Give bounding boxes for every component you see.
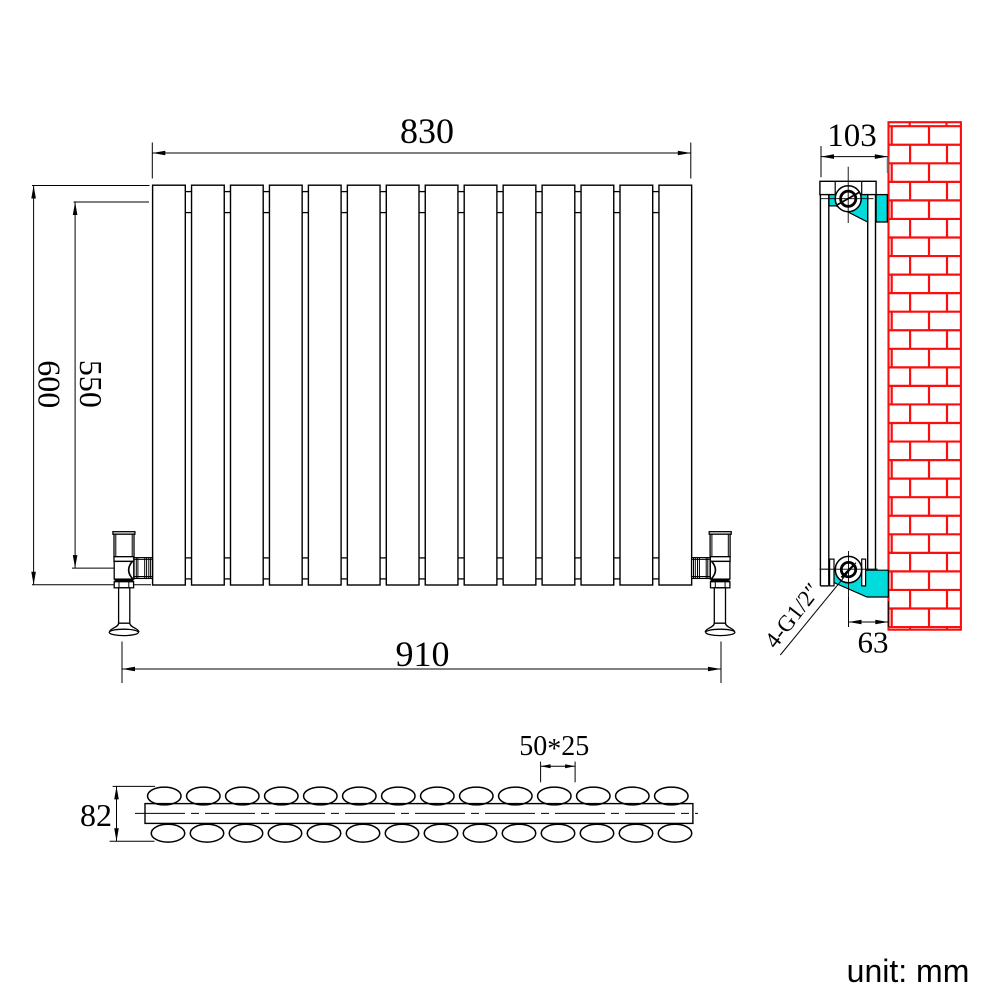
svg-text:600: 600 xyxy=(31,360,67,408)
svg-text:830: 830 xyxy=(400,111,454,151)
svg-text:63: 63 xyxy=(858,625,889,660)
svg-text:50*25: 50*25 xyxy=(519,731,589,765)
svg-text:550: 550 xyxy=(73,360,109,408)
svg-text:103: 103 xyxy=(827,118,877,154)
svg-text:unit: mm: unit: mm xyxy=(847,953,970,989)
svg-text:82: 82 xyxy=(80,797,112,833)
svg-text:910: 910 xyxy=(396,634,450,674)
